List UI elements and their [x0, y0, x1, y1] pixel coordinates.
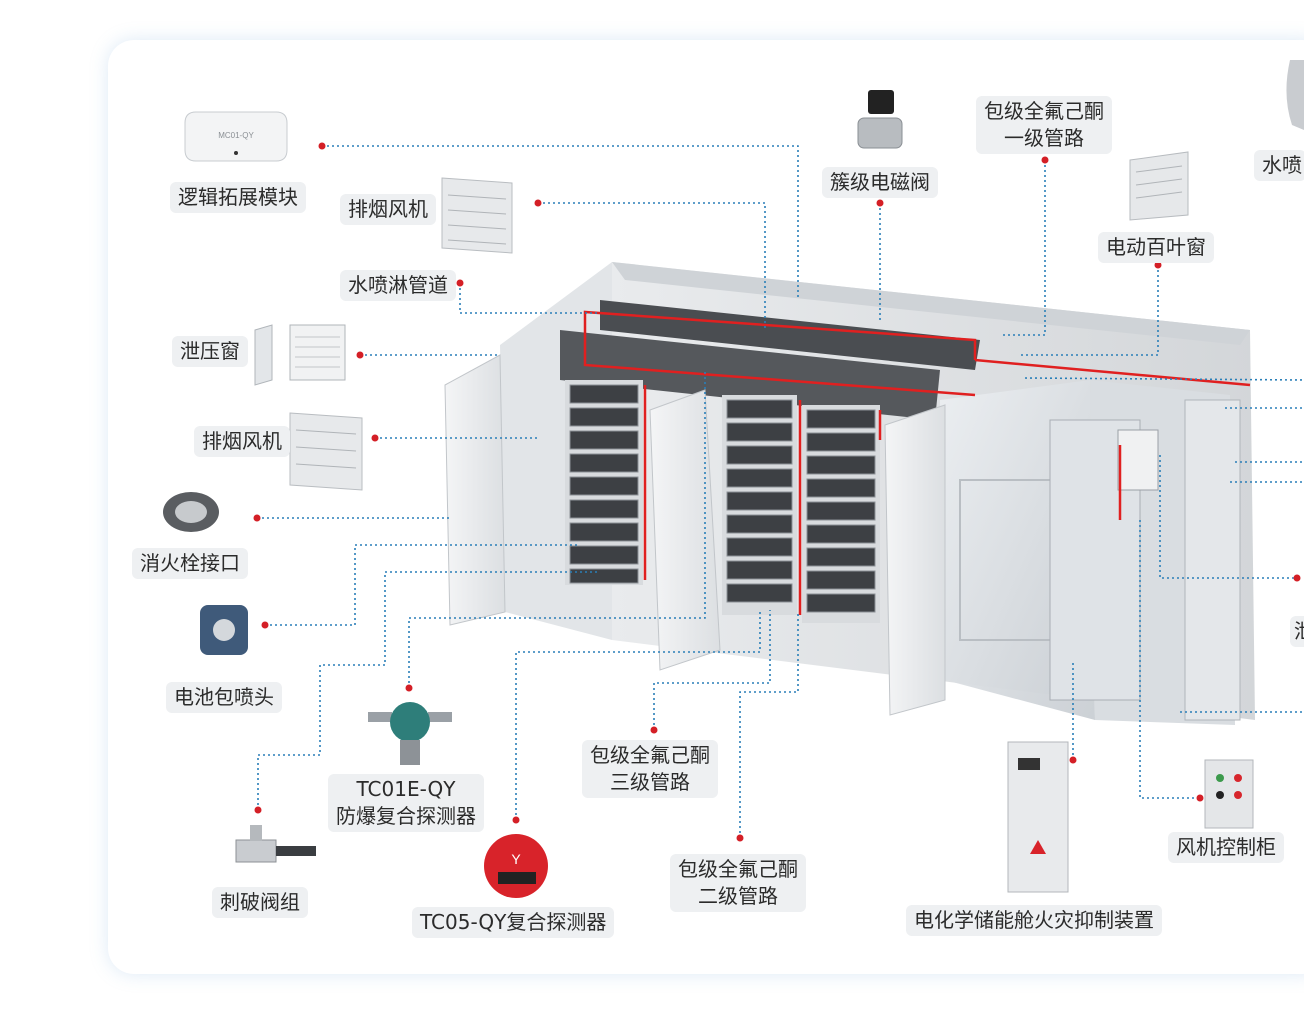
leader-lines	[257, 145, 1304, 838]
label-suppression-device: 电化学储能舱火灾抑制装置	[906, 905, 1162, 936]
label-tc01e-line2: 防爆复合探测器	[336, 804, 476, 828]
louver-image	[1129, 151, 1189, 221]
label-pack-pipe-3: 包级全氟己酮 三级管路	[582, 740, 718, 798]
hydrant-coupling-image	[163, 492, 219, 532]
fan-control-cabinet-image	[1204, 759, 1254, 829]
pierce-valve-image	[235, 825, 316, 863]
relief-window-image	[254, 324, 346, 386]
label-pack-pipe-3-line1: 包级全氟己酮	[590, 743, 710, 767]
label-louver: 电动百叶窗	[1098, 232, 1214, 263]
label-pack-pipe-1-line2: 一级管路	[1004, 126, 1084, 150]
label-hydrant: 消火栓接口	[132, 548, 248, 579]
label-pack-pipe-1-line1: 包级全氟己酮	[984, 99, 1104, 123]
logic-module-image: MC01-QY	[184, 111, 288, 162]
container-doors	[444, 354, 946, 716]
extinguishant-piping	[583, 310, 1251, 615]
module-face-text: MC01-QY	[218, 131, 254, 140]
label-sprinkler-pipe: 水喷淋管道	[340, 270, 456, 301]
label-right-cut: 泄	[1290, 616, 1304, 647]
label-tc01e-line1: TC01E-QY	[356, 777, 456, 801]
leader-dots	[253, 142, 1301, 842]
label-water-cut: 水喷	[1254, 150, 1304, 181]
label-tc01e-detector: TC01E-QY 防爆复合探测器	[328, 774, 484, 832]
label-pack-pipe-2-line2: 二级管路	[698, 884, 778, 908]
smoke-fan-mid-image	[289, 412, 363, 491]
label-relief-window: 泄压窗	[172, 336, 248, 367]
label-pack-pipe-2: 包级全氟己酮 二级管路	[670, 854, 806, 912]
label-smoke-fan-mid: 排烟风机	[194, 426, 290, 457]
label-pack-pipe-1: 包级全氟己酮 一级管路	[976, 96, 1112, 154]
label-tc05-detector: TC05-QY复合探测器	[412, 907, 615, 938]
pack-nozzle-image	[200, 605, 248, 655]
tc05-detector-image: Y	[484, 834, 548, 898]
label-pack-nozzle: 电池包喷头	[166, 682, 282, 713]
smoke-fan-top-image	[441, 177, 513, 254]
label-smoke-fan-top: 排烟风机	[340, 194, 436, 225]
label-pack-pipe-2-line1: 包级全氟己酮	[678, 857, 798, 881]
label-fan-cabinet: 风机控制柜	[1168, 832, 1284, 863]
label-pierce-valve: 刺破阀组	[212, 887, 308, 918]
sprinkler-head-image	[1286, 60, 1304, 130]
label-logic-module: 逻辑拓展模块	[170, 182, 306, 213]
svg-text:Y: Y	[511, 851, 521, 867]
label-cluster-valve: 簇级电磁阀	[822, 167, 938, 198]
battery-racks	[565, 380, 880, 623]
suppression-cabinet-image	[1007, 741, 1069, 893]
solenoid-valve-image	[857, 90, 903, 149]
label-pack-pipe-3-line2: 三级管路	[610, 770, 690, 794]
tc01e-detector-image	[368, 702, 452, 765]
